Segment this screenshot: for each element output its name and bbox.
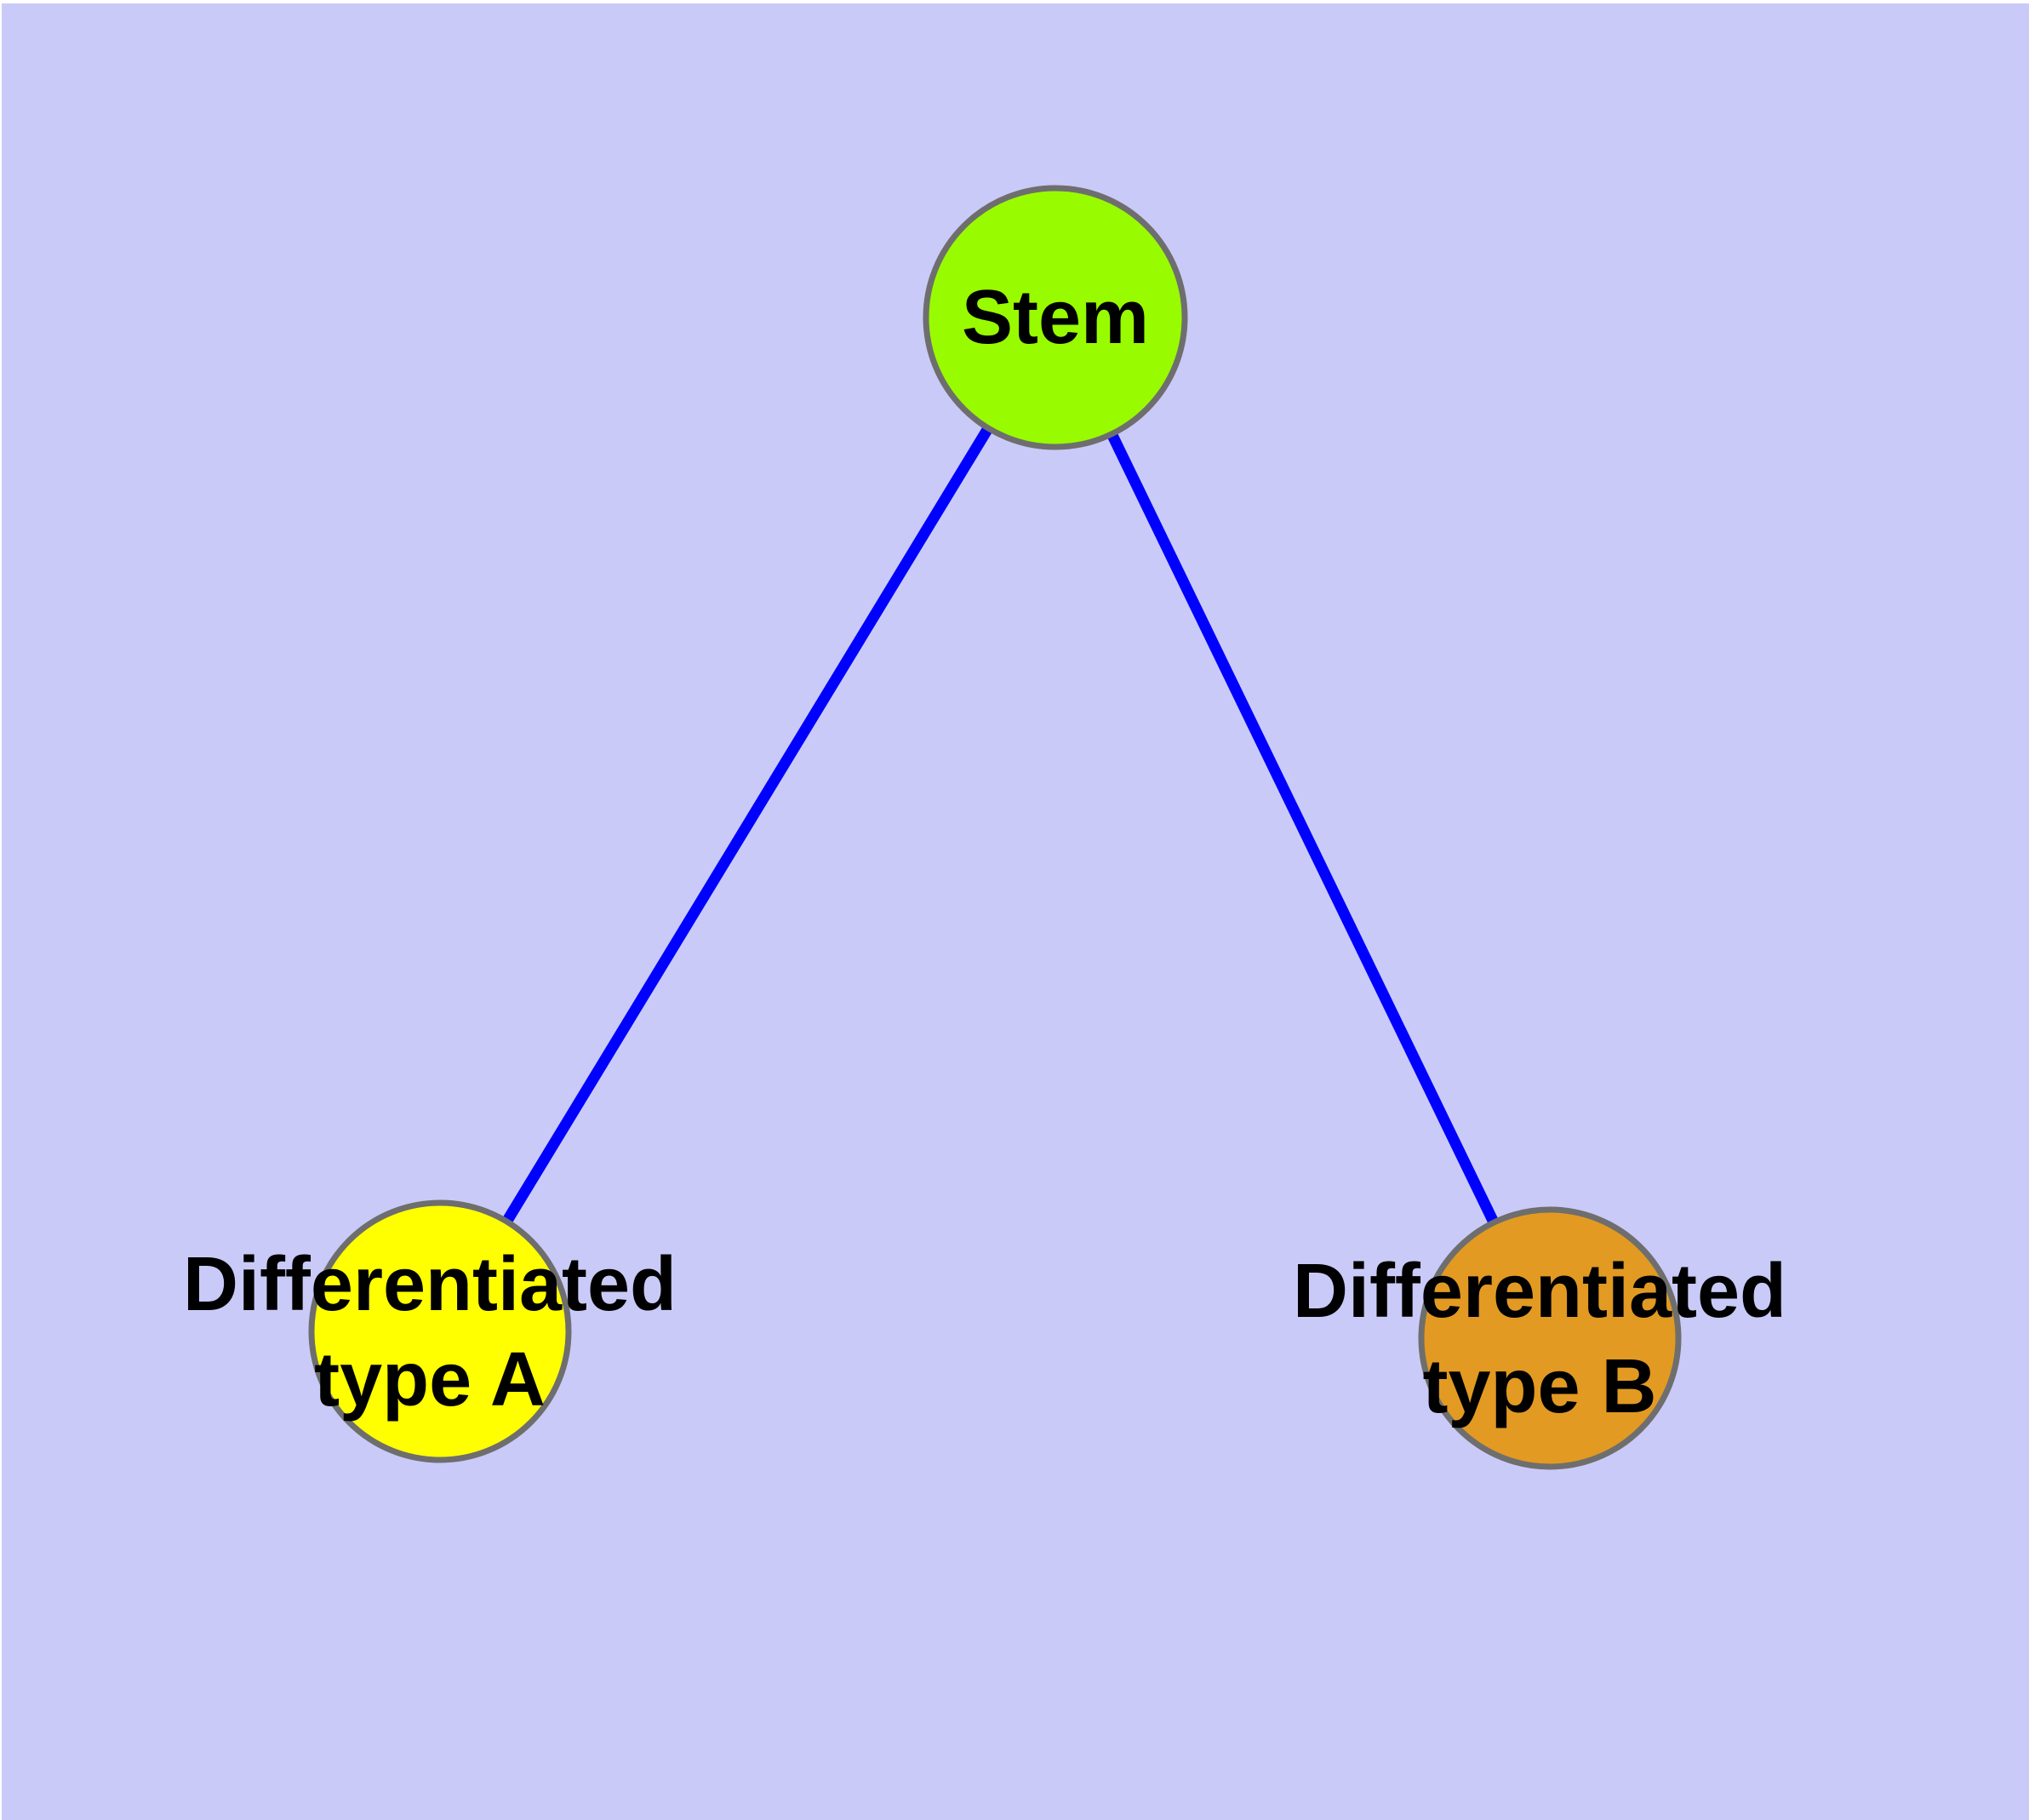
node-type-b-label-line2: type B bbox=[1422, 1344, 1656, 1429]
node-differentiated-type-b bbox=[1418, 1206, 1682, 1470]
node-type-b-label-line1: Differentiated bbox=[1293, 1249, 1786, 1334]
node-differentiated-type-a bbox=[308, 1199, 572, 1463]
node-type-a-label-line1: Differentiated bbox=[183, 1242, 677, 1327]
node-stem bbox=[923, 185, 1188, 450]
edge-stem-to-type-a bbox=[435, 314, 1060, 1335]
node-stem-label: Stem bbox=[962, 275, 1149, 360]
node-type-a-label-line2: type A bbox=[314, 1337, 546, 1422]
edge-stem-to-type-b bbox=[1050, 315, 1555, 1341]
